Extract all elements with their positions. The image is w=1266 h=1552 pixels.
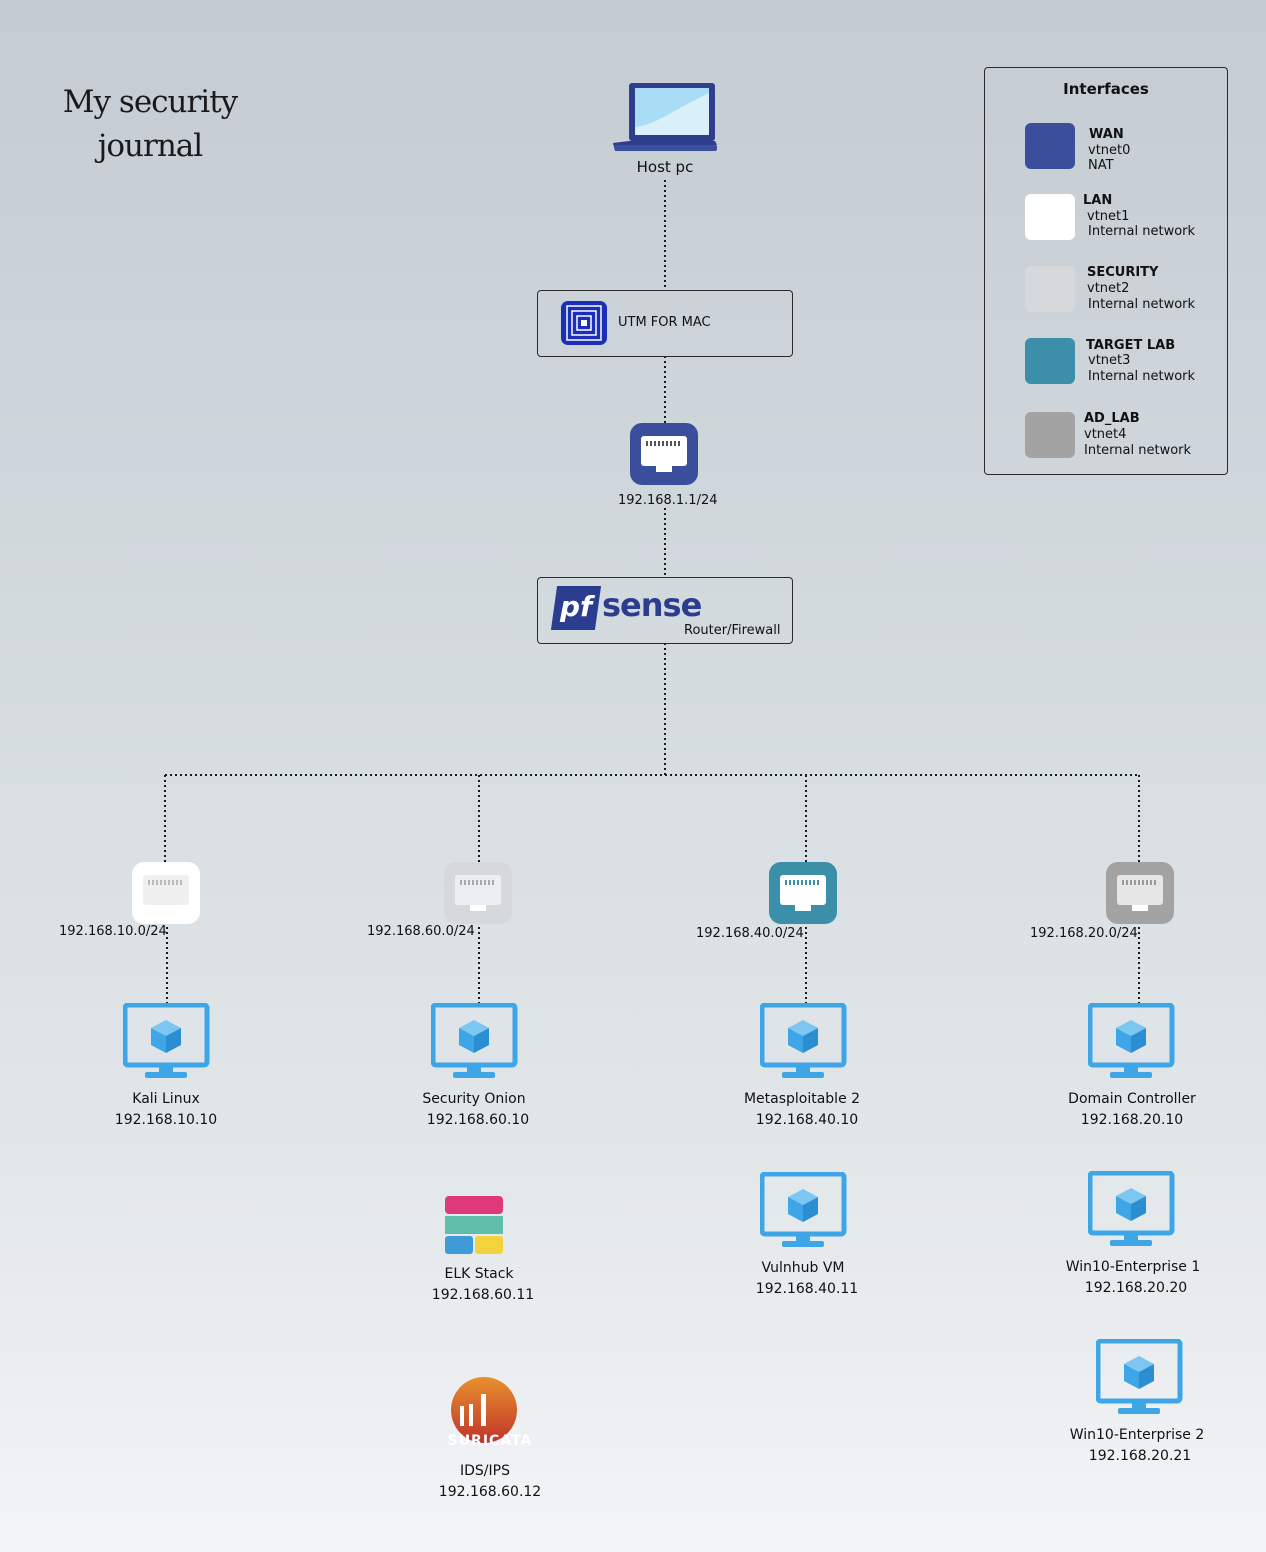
security-subnet: 192.168.60.0/24 (367, 924, 475, 939)
host-label: Host pc (636, 158, 694, 176)
elk-ip: 192.168.60.11 (431, 1287, 535, 1303)
utm-icon (561, 301, 607, 345)
legend-wan-type: NAT (1088, 158, 1114, 173)
legend-target-type: Internal network (1088, 369, 1196, 384)
pfsense-logo-sense: sense (602, 586, 702, 624)
monitor-icon[interactable] (760, 1003, 850, 1083)
monitor-icon[interactable] (123, 1003, 213, 1083)
win1-name: Win10-Enterprise 1 (1065, 1259, 1201, 1275)
pfsense-logo-pf: pf (560, 590, 593, 623)
page-title: My security journal (62, 84, 238, 164)
legend-swatch-security (1025, 266, 1075, 312)
ad-subnet: 192.168.20.0/24 (1030, 926, 1138, 941)
monitor-icon[interactable] (1096, 1339, 1186, 1419)
legend-lan-type: Internal network (1088, 224, 1196, 239)
legend-swatch-ad (1025, 412, 1075, 458)
wan-port-icon (630, 423, 698, 485)
legend-wan-iface: vtnet0 (1088, 143, 1131, 158)
legend-security-name: SECURITY (1087, 265, 1159, 280)
monitor-icon[interactable] (760, 1172, 850, 1252)
suricata-logo-icon[interactable] (438, 1376, 538, 1450)
pfsense-role: Router/Firewall (684, 623, 781, 638)
legend-target-iface: vtnet3 (1088, 353, 1131, 368)
dc-name: Domain Controller (1068, 1091, 1196, 1107)
legend-lan-iface: vtnet1 (1087, 209, 1130, 224)
win1-ip: 192.168.20.20 (1084, 1280, 1188, 1296)
monitor-icon[interactable] (431, 1003, 521, 1083)
vuln-name: Vulnhub VM (761, 1260, 845, 1276)
ad-port-icon (1106, 862, 1174, 924)
kali-name: Kali Linux (132, 1091, 200, 1107)
legend-swatch-wan (1025, 123, 1075, 169)
meta-ip: 192.168.40.10 (755, 1112, 859, 1128)
suricata-logo-text: SURICATA (447, 1433, 533, 1449)
onion-name: Security Onion (422, 1091, 526, 1107)
elk-stack-icon[interactable] (445, 1196, 505, 1256)
laptop-icon (613, 83, 717, 151)
ids-name: IDS/IPS (460, 1463, 510, 1479)
pfsense-node[interactable]: pf sense Router/Firewall (537, 577, 793, 644)
utm-node[interactable]: UTM FOR MAC (537, 290, 793, 357)
elk-name: ELK Stack (444, 1266, 514, 1282)
legend-swatch-target (1025, 338, 1075, 384)
ids-ip: 192.168.60.12 (438, 1484, 542, 1500)
legend-ad-name: AD_LAB (1084, 411, 1140, 426)
lan-port-icon (132, 862, 200, 924)
monitor-icon[interactable] (1088, 1003, 1178, 1083)
interfaces-legend: Interfaces WAN vtnet0 NAT LAN vtnet1 Int… (984, 67, 1228, 475)
win2-ip: 192.168.20.21 (1088, 1448, 1192, 1464)
legend-title: Interfaces (1063, 80, 1149, 98)
legend-target-name: TARGET LAB (1086, 338, 1176, 353)
dc-ip: 192.168.20.10 (1080, 1112, 1184, 1128)
win2-name: Win10-Enterprise 2 (1069, 1427, 1205, 1443)
legend-security-type: Internal network (1088, 297, 1196, 312)
wan-ip: 192.168.1.1/24 (618, 493, 718, 508)
monitor-icon[interactable] (1088, 1171, 1178, 1251)
target-port-icon (769, 862, 837, 924)
onion-ip: 192.168.60.10 (426, 1112, 530, 1128)
legend-ad-iface: vtnet4 (1084, 427, 1127, 442)
legend-lan-name: LAN (1083, 193, 1113, 208)
legend-swatch-lan (1025, 194, 1075, 240)
legend-ad-type: Internal network (1084, 443, 1192, 458)
meta-name: Metasploitable 2 (743, 1091, 861, 1107)
vuln-ip: 192.168.40.11 (755, 1281, 859, 1297)
legend-security-iface: vtnet2 (1087, 281, 1130, 296)
legend-wan-name: WAN (1089, 127, 1124, 142)
security-port-icon (444, 862, 512, 924)
lan-subnet: 192.168.10.0/24 (59, 924, 167, 939)
utm-label: UTM FOR MAC (618, 315, 711, 330)
kali-ip: 192.168.10.10 (114, 1112, 218, 1128)
target-subnet: 192.168.40.0/24 (696, 926, 804, 941)
